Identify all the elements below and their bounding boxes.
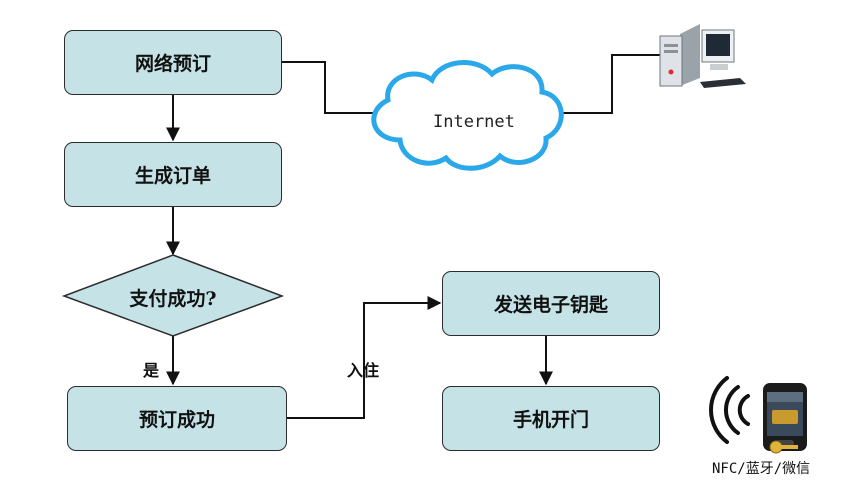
cloud-icon xyxy=(371,60,564,171)
internet-label: Internet xyxy=(433,112,515,132)
connector-internet-to-server xyxy=(560,54,662,114)
node-booking-success: 预订成功 xyxy=(67,386,287,451)
server-computer-icon xyxy=(659,24,746,88)
wireless-methods-caption: NFC/蓝牙/微信 xyxy=(712,461,811,477)
node-send-ekey: 发送电子钥匙 xyxy=(442,271,660,336)
node-payment-success: 支付成功? xyxy=(129,288,217,310)
node-online-booking: 网络预订 xyxy=(64,30,282,95)
node-phone-unlock: 手机开门 xyxy=(442,386,660,451)
smartphone-icon xyxy=(763,383,807,454)
wireless-signal-icon xyxy=(709,376,750,444)
edge-label-checkin: 入住 xyxy=(347,361,380,380)
arrow-success-to-ekey xyxy=(287,296,442,419)
payment-decision-shape xyxy=(61,254,285,337)
connector-booking-to-internet xyxy=(282,61,375,114)
node-generate-order: 生成订单 xyxy=(64,142,282,207)
edge-label-yes: 是 xyxy=(143,361,160,380)
